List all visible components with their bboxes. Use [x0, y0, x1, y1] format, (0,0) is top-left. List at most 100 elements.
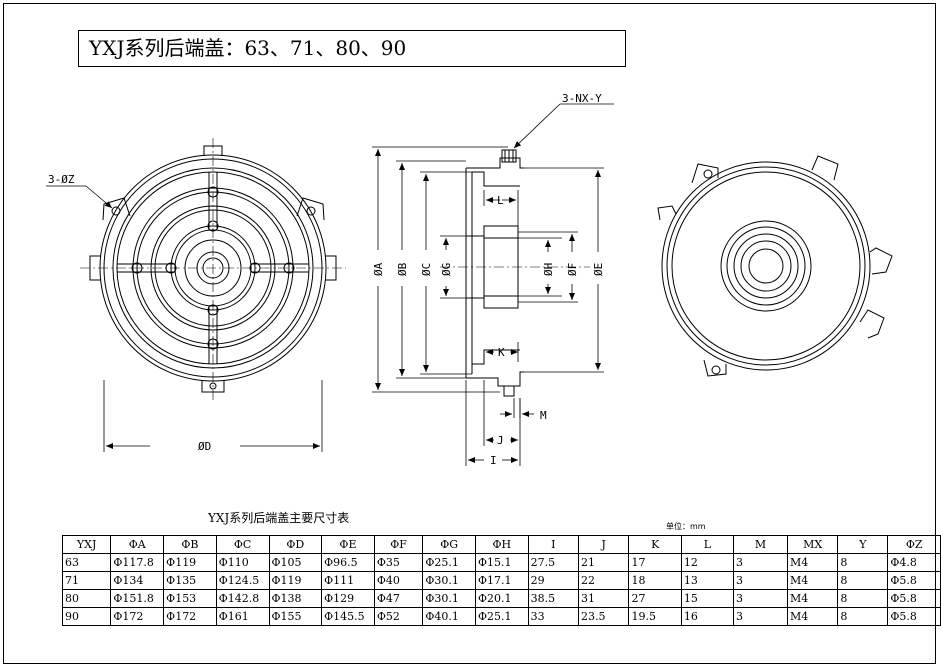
table-cell: 8 — [837, 571, 889, 590]
table-cell: Φ111 — [321, 571, 375, 590]
table-cell: Φ129 — [321, 589, 375, 608]
table-cell: Φ134 — [110, 571, 165, 590]
table-header-cell: ΦD — [268, 535, 323, 554]
table-cell: Φ145.5 — [321, 607, 375, 626]
table-cell: 13 — [680, 571, 735, 590]
section-dims — [372, 103, 614, 466]
table-header-cell: L — [680, 535, 735, 554]
front-view-centerlines — [80, 138, 346, 402]
table-cell: Φ138 — [268, 589, 323, 608]
table-title: YXJ系列后端盖主要尺寸表 — [208, 511, 350, 525]
table-cell: M4 — [787, 589, 839, 608]
dim-f-label: ØF — [566, 263, 579, 276]
table-header-cell: ΦA — [110, 535, 165, 554]
dim-k-label: K — [498, 346, 505, 359]
table-header-cell: M — [733, 535, 789, 554]
table-header-cell: K — [628, 535, 682, 554]
holes-callout: 3-ØZ — [48, 173, 75, 186]
table-cell: Φ151.8 — [110, 589, 165, 608]
table-cell: Φ35 — [373, 553, 424, 572]
table-cell: 80 — [61, 589, 112, 608]
table-cell: 3 — [733, 571, 789, 590]
section-view — [465, 149, 524, 397]
table-cell: 38.5 — [527, 589, 580, 608]
table-cell: Φ15.1 — [474, 553, 529, 572]
drawing-frame — [3, 3, 936, 664]
table-cell: Φ119 — [268, 571, 323, 590]
dim-c-label: ØC — [420, 263, 433, 276]
table-cell: 22 — [578, 571, 630, 590]
table-cell: 27 — [628, 589, 682, 608]
dim-m-label: M — [540, 409, 547, 422]
table-header-cell: ΦE — [321, 535, 375, 554]
dim-e-label: ØE — [592, 263, 605, 276]
threads-callout: 3-NX-Y — [562, 92, 602, 105]
table-cell: Φ17.1 — [474, 571, 529, 590]
table-cell: 12 — [680, 553, 735, 572]
table-header-cell: ΦF — [373, 535, 424, 554]
table-cell: 3 — [733, 553, 789, 572]
table-header-cell: Y — [837, 535, 889, 554]
table-cell: Φ40 — [373, 571, 424, 590]
table-header-cell: ΦB — [163, 535, 217, 554]
table-cell: Φ142.8 — [215, 589, 270, 608]
table-cell: 8 — [837, 553, 889, 572]
dim-b-label: ØB — [396, 262, 409, 276]
table-header-cell: YXJ — [61, 535, 112, 554]
table-cell: Φ110 — [215, 553, 270, 572]
table-cell: 29 — [527, 571, 580, 590]
table-cell: 15 — [680, 589, 735, 608]
table-cell: M4 — [787, 553, 839, 572]
dim-l-label: L — [497, 194, 504, 207]
table-cell: 27.5 — [527, 553, 580, 572]
table-cell: Φ5.8 — [887, 571, 941, 590]
table-header-cell: I — [527, 535, 580, 554]
table-cell: Φ5.8 — [887, 607, 941, 626]
table-cell: 3 — [733, 607, 789, 626]
dim-j-label: J — [497, 434, 504, 447]
unit-label: 单位：mm — [666, 522, 706, 531]
table-cell: 8 — [837, 607, 889, 626]
table-cell: Φ117.8 — [110, 553, 165, 572]
table-cell: 8 — [837, 589, 889, 608]
dim-a-label: ØA — [372, 262, 385, 276]
table-cell: Φ155 — [268, 607, 323, 626]
table-cell: 90 — [61, 607, 112, 626]
table-cell: 19.5 — [628, 607, 682, 626]
table-header-cell: ΦC — [215, 535, 270, 554]
table-cell: 23.5 — [578, 607, 630, 626]
table-cell: 17 — [628, 553, 682, 572]
table-cell: 21 — [578, 553, 630, 572]
table-cell: M4 — [787, 607, 839, 626]
table-cell: 33 — [527, 607, 580, 626]
table-cell: Φ161 — [215, 607, 270, 626]
table-cell: Φ135 — [163, 571, 217, 590]
table-cell: Φ119 — [163, 553, 217, 572]
table-cell: Φ20.1 — [474, 589, 529, 608]
table-cell: 71 — [61, 571, 112, 590]
table-cell: 16 — [680, 607, 735, 626]
table-header-cell: ΦZ — [887, 535, 941, 554]
dim-i-label: I — [490, 454, 497, 467]
dim-g-label: ØG — [440, 263, 453, 276]
table-cell: Φ40.1 — [422, 607, 476, 626]
rear-view — [657, 155, 893, 377]
table-cell: M4 — [787, 571, 839, 590]
table-cell: Φ25.1 — [474, 607, 529, 626]
table-header-cell: MX — [787, 535, 839, 554]
table-cell: Φ47 — [373, 589, 424, 608]
dim-d-label: ØD — [198, 440, 211, 453]
table-cell: Φ124.5 — [215, 571, 270, 590]
holes-leader — [46, 185, 113, 209]
dim-d — [103, 380, 323, 452]
table-cell: Φ30.1 — [422, 589, 476, 608]
table-cell: Φ153 — [163, 589, 217, 608]
